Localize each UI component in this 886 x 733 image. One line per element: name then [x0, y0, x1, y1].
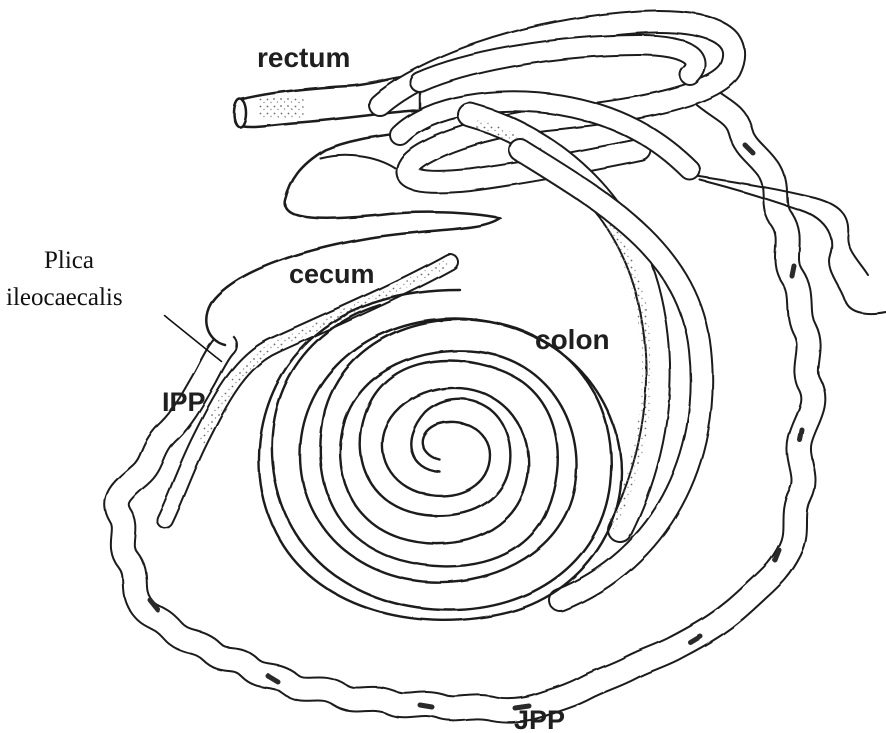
label-jpp: JPP [514, 705, 565, 733]
label-ipp: IPP [162, 387, 206, 417]
label-colon: colon [535, 324, 610, 355]
label-plica-line2: ileocaecalis [6, 284, 123, 311]
label-cecum: cecum [289, 259, 375, 289]
label-plica-line1: Plica [44, 247, 94, 274]
label-rectum: rectum [257, 42, 350, 73]
